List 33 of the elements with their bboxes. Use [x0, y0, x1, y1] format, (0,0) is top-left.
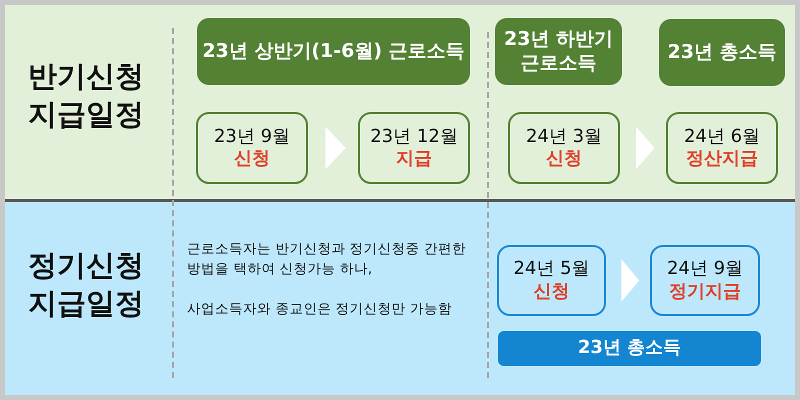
- section-heading: 반기신청 지급일정: [27, 58, 145, 133]
- node-title: 23년 12월: [370, 126, 458, 148]
- node-status: 정기지급: [669, 280, 741, 303]
- node-status: 지급: [396, 148, 432, 170]
- node-title: 23년 하반기 근로소득: [502, 28, 614, 76]
- node-title: 24년 5월: [513, 258, 590, 280]
- node-status: 신청: [234, 148, 270, 170]
- date-box: [497, 245, 606, 316]
- chevron-arrow: [636, 126, 655, 170]
- node-title: 24년 9월: [666, 258, 744, 280]
- period-header: [659, 19, 785, 86]
- period-header: [495, 18, 622, 85]
- chevron-arrow: [621, 259, 640, 302]
- node-title: 23년 총소득: [578, 337, 682, 360]
- node-title: 23년 상반기(1-6월) 근로소득: [202, 40, 465, 64]
- period-header: [498, 331, 761, 366]
- node-status: 신청: [534, 280, 570, 303]
- node-status: 신청: [546, 148, 582, 170]
- date-box: [666, 112, 778, 184]
- period-header: [197, 18, 470, 85]
- node-title: 24년 3월: [526, 126, 602, 148]
- date-box: [508, 112, 620, 184]
- date-box: [196, 112, 308, 184]
- chevron-arrow: [326, 126, 346, 170]
- note-text: 근로소득자는 반기신청과 정기신청중 간편한 방법을 택하여 신청가능 하나,: [187, 240, 467, 279]
- note-text: 사업소득자와 종교인은 정기신청만 가능함: [187, 300, 453, 319]
- node-title: 24년 6월: [684, 126, 760, 148]
- section-heading: 정기신청 지급일정: [27, 247, 145, 322]
- node-title: 23년 9월: [214, 126, 290, 148]
- node-status: 정산지급: [686, 148, 758, 170]
- node-title: 23년 총소득: [667, 40, 777, 64]
- date-box: [358, 112, 470, 184]
- date-box: [650, 245, 760, 316]
